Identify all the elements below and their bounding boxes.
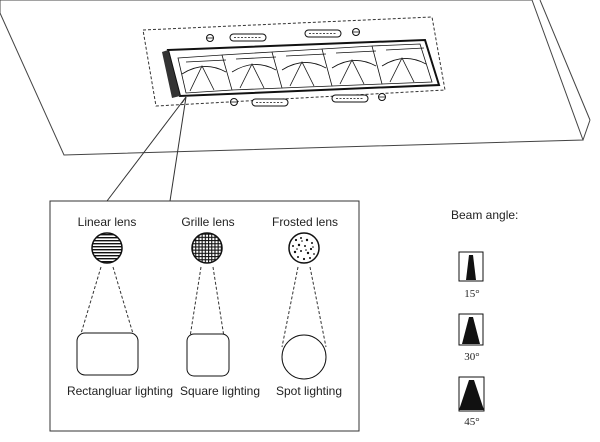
- lens-frosted: [288, 232, 320, 264]
- beam-icon-45: [458, 376, 485, 412]
- lens-label-frosted: Frosted lens: [271, 215, 339, 229]
- ceiling-panel: [0, 0, 591, 156]
- beam-angle-30-label: 30°: [464, 351, 480, 363]
- beam-icon-15: [458, 251, 484, 282]
- lens-grille: [191, 232, 223, 264]
- callout-lines: [106, 96, 187, 202]
- spot-lighting-shape: [281, 334, 327, 380]
- beam-icon-30: [458, 313, 484, 346]
- lens-label-linear: Linear lens: [77, 215, 137, 229]
- lighting-label-rectangular: Rectangluar lighting: [66, 384, 174, 398]
- lens-label-grille: Grille lens: [181, 215, 235, 229]
- beam-angle-title: Beam angle:: [451, 208, 519, 222]
- beam-angle-45-label: 45°: [464, 416, 480, 428]
- lighting-label-spot: Spot lighting: [275, 384, 343, 398]
- square-lighting-shape: [186, 333, 230, 377]
- lighting-label-square: Square lighting: [179, 384, 261, 398]
- rectangular-lighting-shape: [76, 332, 139, 376]
- luminaire: [142, 16, 446, 107]
- lens-linear: [91, 232, 123, 264]
- beam-angle-15-label: 15°: [464, 288, 480, 300]
- light-cones: [79, 266, 327, 348]
